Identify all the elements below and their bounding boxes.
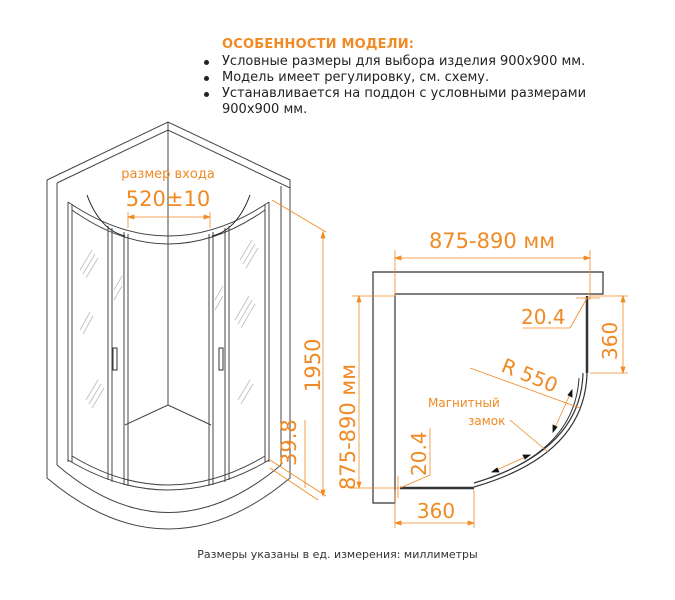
- bottom-panel-width: 360: [417, 499, 455, 523]
- front-view: [46, 121, 291, 530]
- front-view-dimensions: [126, 199, 327, 501]
- feature-item: Модель имеет регулировку, см. схему.: [200, 70, 630, 86]
- tray-height-dimension: 39.8: [277, 419, 301, 466]
- entry-label: размер входа: [121, 167, 215, 182]
- feature-item: Устанавливается на поддон с условными ра…: [200, 86, 630, 118]
- height-dimension: 1950: [301, 339, 325, 392]
- plan-view-dimensions: [352, 250, 628, 528]
- side-offset: 20.4: [407, 431, 431, 476]
- right-panel-width: 360: [598, 322, 622, 360]
- entry-size: 520±10: [126, 187, 210, 211]
- top-offset: 20.4: [521, 305, 566, 329]
- features-title: ОСОБЕННОСТИ МОДЕЛИ:: [222, 37, 415, 52]
- radius-dimension: R 550: [498, 353, 561, 397]
- features-list: Условные размеры для выбора изделия 900х…: [200, 54, 630, 118]
- model-features: ОСОБЕННОСТИ МОДЕЛИ: Условные размеры для…: [200, 36, 630, 118]
- magnet-lock-label-2: замок: [468, 414, 505, 428]
- plan-width: 875-890 мм: [429, 229, 555, 253]
- feature-item: Условные размеры для выбора изделия 900х…: [200, 54, 630, 70]
- units-footnote: Размеры указаны в ед. измерения: миллиме…: [197, 548, 478, 561]
- magnet-lock-label: Магнитный: [428, 396, 500, 410]
- plan-depth: 875-890 мм: [336, 364, 360, 490]
